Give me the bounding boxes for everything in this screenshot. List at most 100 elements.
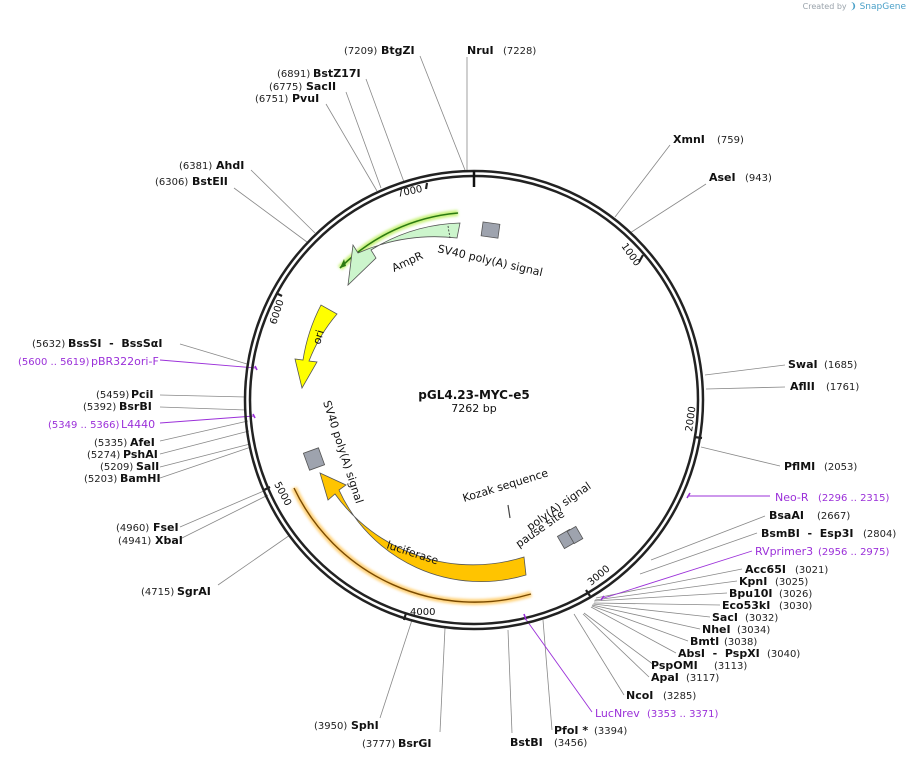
primer-name-l4440: L4440 xyxy=(121,418,155,431)
site-name-sphi: SphI xyxy=(351,719,379,732)
site-pos-bsmbi: (2804) xyxy=(863,529,896,540)
site-name-bmti: BmtI xyxy=(690,635,719,648)
luciferase-feature xyxy=(319,472,527,582)
leader-bsteii xyxy=(233,187,308,243)
site-pos-sali: (5209) xyxy=(100,462,133,473)
site-name-pcii: PciI xyxy=(131,388,153,401)
site-pos-nrui: (7228) xyxy=(503,46,536,57)
site-name-afei: AfeI xyxy=(130,436,155,449)
leader-xbai xyxy=(179,494,269,540)
site-name-aflii: AflII xyxy=(790,380,815,393)
leader-kpni xyxy=(594,580,738,601)
ampr-feature xyxy=(347,222,461,287)
leader-sphi xyxy=(379,619,413,719)
primer-labels: (5600 .. 5619) pBR322ori-F (5349 .. 5366… xyxy=(18,355,890,720)
site-name-ncoi: NcoI xyxy=(626,689,653,702)
snapgene-logo: ❩ SnapGene xyxy=(849,2,906,12)
site-name-fsei: FseI xyxy=(153,521,179,534)
tick-marks xyxy=(263,182,703,621)
site-name-pspomi: PspOMI xyxy=(651,659,698,672)
site-pos-sgrai: (4715) xyxy=(141,587,174,598)
feature-label-sv40-top: SV40 poly(A) signal xyxy=(436,242,544,279)
site-name-pshai: PshAI xyxy=(123,448,158,461)
site-pos-bsssi: (5632) xyxy=(32,339,65,350)
site-pos-xmni: (759) xyxy=(717,135,744,146)
leader-sacii xyxy=(345,91,382,189)
site-pos-pvui: (6751) xyxy=(255,94,288,105)
primer-name-neo-r: Neo-R xyxy=(775,491,809,504)
site-pos-bpu10i: (3026) xyxy=(779,589,812,600)
site-name-pfoi: PfoI * xyxy=(554,724,588,737)
site-pos-bstz17i: (6891) xyxy=(277,69,310,80)
site-name-asei: AseI xyxy=(709,171,736,184)
site-pos-bsrgi: (3777) xyxy=(362,739,395,750)
site-pos-sphi: (3950) xyxy=(314,721,347,732)
leader-btgzi xyxy=(419,55,466,171)
ampr-arrowhead-line xyxy=(340,259,346,268)
leader-xmni xyxy=(614,144,671,218)
leader-rvprimer3 xyxy=(603,550,753,599)
site-name-sacii: SacII xyxy=(306,80,336,93)
primer-name-rvprimer3: RVprimer3 xyxy=(755,545,813,558)
leader-swai xyxy=(704,364,786,376)
features xyxy=(291,210,584,606)
leader-pflmi xyxy=(700,446,781,467)
primer-leaders xyxy=(159,359,770,713)
leader-aflii xyxy=(705,386,786,390)
site-pos-fsei: (4960) xyxy=(116,523,149,534)
leader-lucnrev xyxy=(524,617,593,713)
site-name-bamhi: BamHI xyxy=(120,472,161,485)
site-name-bsrbi: BsrBI xyxy=(119,400,152,413)
feature-label-ori: ori xyxy=(310,328,326,345)
site-pos-pflmi: (2053) xyxy=(824,462,857,473)
site-pos-bsrbi: (5392) xyxy=(83,402,116,413)
site-name-acc65i: Acc65I xyxy=(745,563,786,576)
plasmid-length: 7262 bp xyxy=(451,402,496,415)
site-pos-pcii: (5459) xyxy=(96,390,129,401)
tick-2000: 2000 xyxy=(684,406,698,433)
leader-absi xyxy=(590,606,677,654)
site-pos-saci: (3032) xyxy=(745,613,778,624)
site-name-eco53ki: Eco53kI xyxy=(722,599,770,612)
backbone xyxy=(243,169,705,631)
primer-pos-rvprimer3: (2956 .. 2975) xyxy=(818,547,890,558)
primer-marks xyxy=(252,365,691,621)
site-name-xbai: XbaI xyxy=(155,534,183,547)
site-pos-bstbi: (3456) xyxy=(554,738,587,749)
site-name-bsteii: BstEII xyxy=(192,175,228,188)
site-pos-pfoi: (3394) xyxy=(594,726,627,737)
site-name-swai: SwaI xyxy=(788,358,818,371)
site-pos-afei: (5335) xyxy=(94,438,127,449)
site-pos-bmti: (3038) xyxy=(724,637,757,648)
site-name-sali: SalI xyxy=(136,460,159,473)
feature-label-kozak: Kozak sequence xyxy=(461,466,550,504)
leader-bstbi xyxy=(507,629,513,734)
leader-ncoi xyxy=(573,613,625,696)
ampr-line xyxy=(339,212,459,269)
site-pos-acc65i: (3021) xyxy=(795,565,828,576)
site-pos-eco53ki: (3030) xyxy=(779,601,812,612)
site-name-pvui: PvuI xyxy=(292,92,319,105)
pause-site-box xyxy=(566,525,584,545)
tick-1000: 1000 xyxy=(619,241,643,268)
leader-bsmbi xyxy=(639,532,758,575)
site-pos-bsteii: (6306) xyxy=(155,177,188,188)
kozak-mark xyxy=(507,504,511,519)
site-pos-apai: (3117) xyxy=(686,673,719,684)
tick-4000: 4000 xyxy=(410,607,435,618)
leader-bsrbi xyxy=(159,406,247,411)
site-name-nrui: NruI xyxy=(467,44,494,57)
site-pos-pspomi: (3113) xyxy=(714,661,747,672)
site-pos-btgzi: (7209) xyxy=(344,46,377,57)
site-labels: (7209) BtgZI NruI (7228) (6891) BstZ17I … xyxy=(32,44,896,750)
luciferase-line xyxy=(293,487,532,603)
site-pos-ncoi: (3285) xyxy=(663,691,696,702)
site-pos-absi: (3040) xyxy=(767,649,800,660)
primer-name-lucnrev: LucNrev xyxy=(595,707,640,720)
sv40-box-left xyxy=(302,447,326,471)
leader-fsei xyxy=(179,489,267,528)
site-name-saci: SacI xyxy=(712,611,738,624)
leader-pbr322ori-f xyxy=(159,359,257,369)
site-pos-bsaai: (2667) xyxy=(817,511,850,522)
leader-pvui xyxy=(325,103,378,192)
